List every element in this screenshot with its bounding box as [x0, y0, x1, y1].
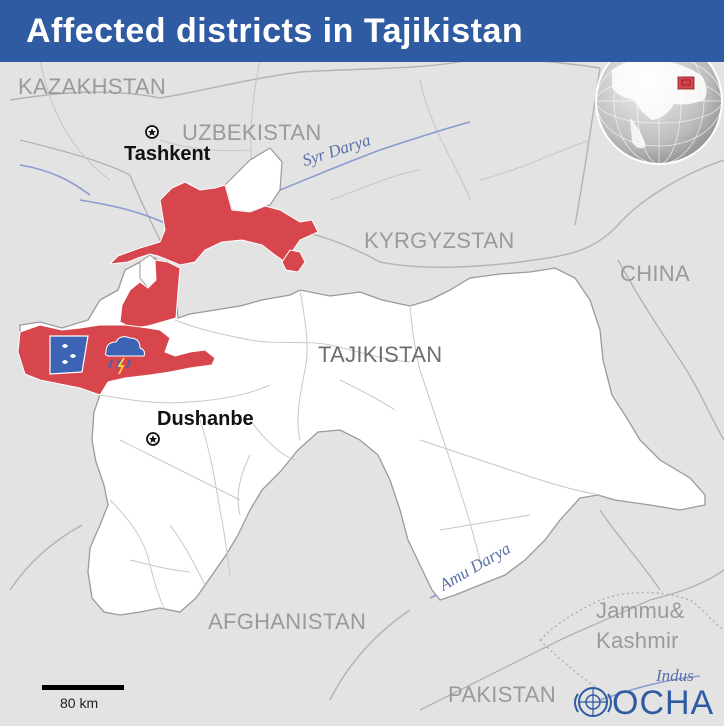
- dushanbe-star-icon: [146, 432, 160, 446]
- label-kashmir: Kashmir: [596, 628, 679, 653]
- label-tajikistan: TAJIKISTAN: [318, 342, 443, 367]
- label-china: CHINA: [620, 261, 690, 286]
- label-jammu: Jammu&: [596, 598, 685, 623]
- label-indus: Indus: [656, 666, 694, 685]
- label-tashkent: Tashkent: [124, 143, 211, 165]
- scale-label: 80 km: [60, 695, 99, 711]
- ocha-logo: OCHA: [612, 684, 715, 722]
- map-title: Affected districts in Tajikistan: [26, 12, 524, 50]
- storm-rain-icon: [105, 336, 145, 375]
- scale-bar: [42, 685, 124, 690]
- un-emblem-icon: [574, 687, 612, 717]
- label-kazakhstan: KAZAKHSTAN: [18, 74, 167, 99]
- label-dushanbe: Dushanbe: [157, 408, 254, 430]
- affected-district-sughd-north: [108, 181, 319, 266]
- tashkent-star-icon: [145, 125, 159, 139]
- globe-locator-icon: [595, 37, 723, 165]
- district-boundaries: [99, 289, 601, 611]
- label-kyrgyzstan: KYRGYZSTAN: [364, 228, 515, 253]
- title-banner: Affected districts in Tajikistan: [0, 0, 724, 62]
- kashmir-boundary: [539, 591, 724, 641]
- label-pakistan: PAKISTAN: [448, 682, 556, 707]
- sughd-north-white: [224, 147, 283, 213]
- flood-icon: [49, 335, 89, 375]
- label-afghanistan: AFGHANISTAN: [208, 609, 367, 634]
- affected-district-east: [281, 249, 306, 273]
- label-uzbekistan: UZBEKISTAN: [182, 120, 322, 145]
- tajikistan-shape: [19, 257, 706, 616]
- kashmir-boundary-2: [539, 639, 601, 691]
